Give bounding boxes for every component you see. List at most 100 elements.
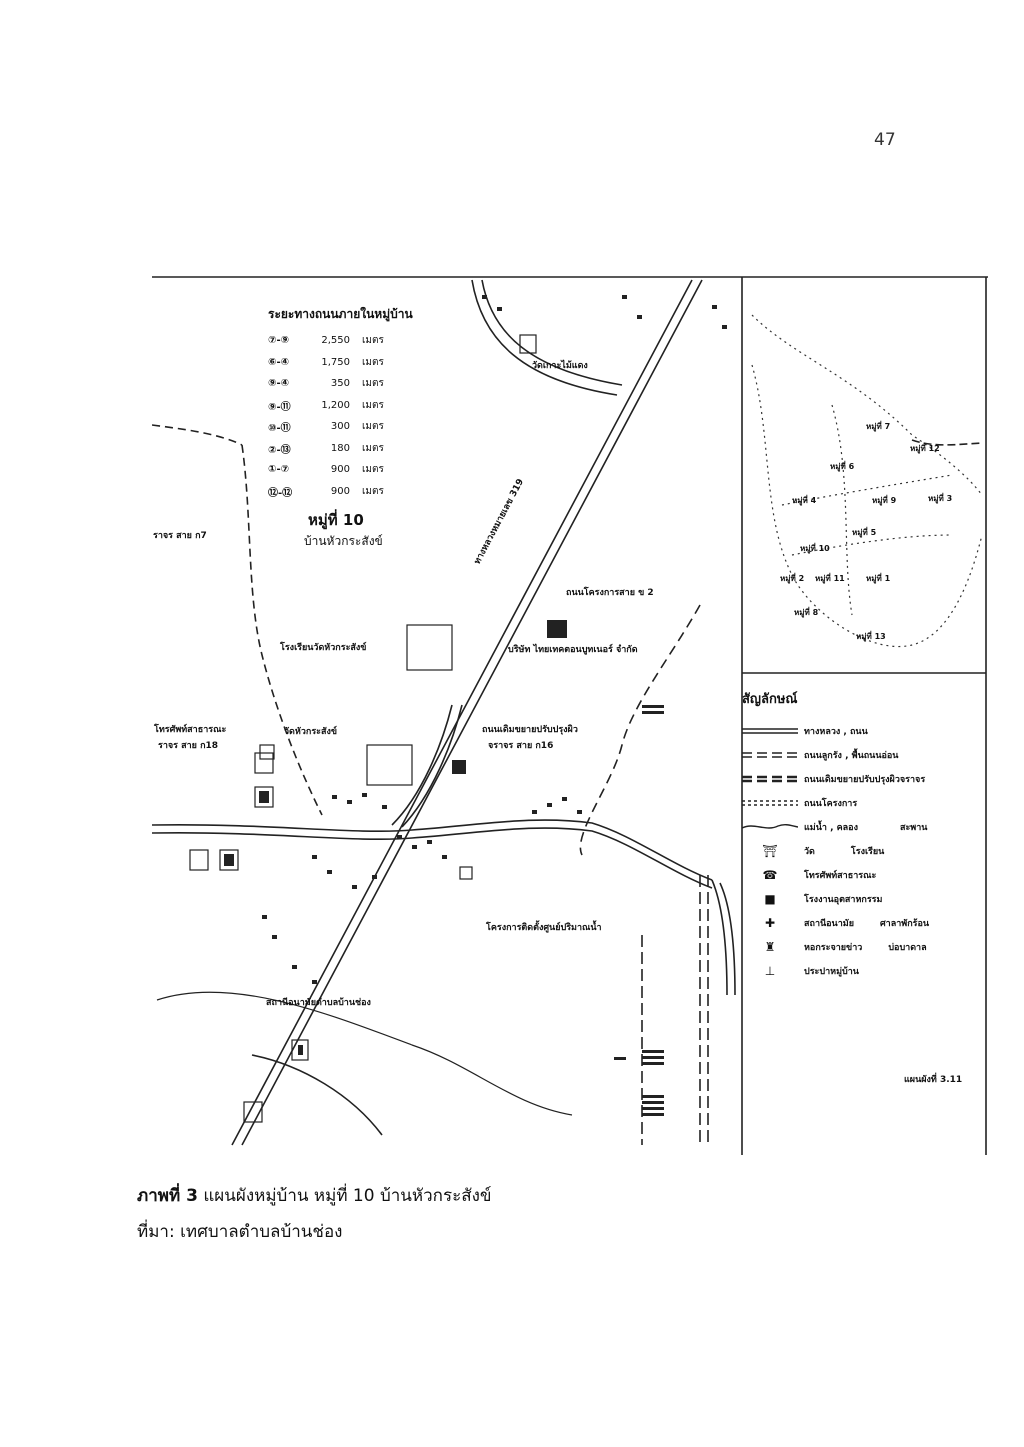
- inset-village-label: หมู่ที่ 12: [910, 444, 940, 453]
- legend-item: แม่น้ำ , คลอง สะพาน: [742, 815, 982, 839]
- distance-pair: ⑨-④: [268, 378, 290, 390]
- distance-pair: ⑥-④: [268, 356, 290, 368]
- inset-boundary: [751, 314, 983, 496]
- inset-village-label: หมู่ที่ 4: [792, 496, 817, 505]
- map-sheet-number: แผนผังที่ 3.11: [904, 1075, 963, 1085]
- health-station-label: สถานีอนามัยตำบลบ้านช่อง: [266, 998, 371, 1008]
- temple-center-label: วัดหัวกระสังข์: [284, 727, 338, 737]
- legend-extra-label: โรงเรียน: [850, 847, 885, 857]
- inset-village-label: หมู่ที่ 2: [780, 574, 805, 583]
- legend-item: ถนนเดิมขยายปรับปรุงผิวจราจร: [742, 767, 982, 791]
- road-n7-label: ราจร สาย ก7: [153, 531, 207, 541]
- distance-pair: ①-⑦: [268, 464, 290, 476]
- project-road: [579, 604, 701, 856]
- legend-item: ☎ โทรศัพท์สาธารณะ: [742, 863, 982, 887]
- legend-label: ถนนลูกรัง , พื้นถนนอ่อน: [804, 751, 899, 761]
- map-legend: สัญลักษณ์ ทางหลวง , ถนน ถนนลูกรัง , พื้น…: [742, 688, 982, 983]
- distance-unit: เมตร: [362, 442, 384, 454]
- distance-row: ⑥-④ 1,750 เมตร: [268, 352, 438, 374]
- bold-dashed-line-icon: [742, 775, 798, 783]
- tower-icon: ♜: [764, 940, 776, 954]
- school-label: โรงเรียนวัดหัวกระสังข์: [280, 643, 367, 653]
- distance-pair: ⑦-⑨: [268, 335, 290, 347]
- inset-village-label: หมู่ที่ 9: [872, 496, 897, 505]
- school-plot: [406, 624, 453, 671]
- legend-item: ⊥ ประปาหมู่บ้าน: [742, 959, 982, 983]
- inset-village-label: หมู่ที่ 3: [928, 494, 953, 503]
- distance-table: ระยะทางถนนภายในหมู่บ้าน ⑦-⑨ 2,550 เมตร ⑥…: [268, 305, 438, 551]
- village-map-drawing: [152, 276, 988, 1155]
- factory-icon: ■: [764, 892, 776, 906]
- legend-label: ถนนเดิมขยายปรับปรุงผิวจราจร: [804, 775, 926, 785]
- distance-pair: ⑫-⑫: [268, 487, 293, 499]
- distance-row: ②-⑬ 180 เมตร: [268, 438, 438, 460]
- distance-value: 900: [330, 485, 350, 497]
- distance-value: 900: [330, 464, 350, 476]
- old-road: [391, 704, 453, 826]
- inset-village-label: หมู่ที่ 1: [866, 574, 891, 583]
- temple-plot: [366, 744, 413, 786]
- distance-row: ⑨-④ 350 เมตร: [268, 373, 438, 395]
- dotted-double-line-icon: [742, 800, 798, 806]
- distance-value: 2,550: [321, 335, 350, 347]
- legend-item: ทางหลวง , ถนน: [742, 719, 982, 743]
- legend-label: โรงงานอุตสาหกรรม: [804, 895, 883, 905]
- village-name: บ้านหัวกระสังข์: [304, 534, 383, 548]
- highway-line-b: [241, 279, 703, 1146]
- highway-line-a: [231, 279, 693, 1146]
- dashed-double-line-icon: [742, 752, 798, 758]
- distance-unit: เมตร: [362, 421, 384, 433]
- figure-number: ภาพที่ 3: [137, 1186, 198, 1206]
- distance-value: 350: [330, 378, 350, 390]
- road-west: [241, 444, 323, 816]
- temple-icon: ⛩: [762, 844, 778, 858]
- inset-village-label: หมู่ที่ 7: [866, 422, 891, 431]
- distance-value: 300: [330, 421, 350, 433]
- legend-label: หอกระจายข่าว: [804, 943, 863, 953]
- phone-icon: ☎: [762, 868, 778, 882]
- distance-row: ①-⑦ 900 เมตร: [268, 459, 438, 481]
- legend-label: วัด: [804, 847, 815, 857]
- distance-row: ⑩-⑪ 300 เมตร: [268, 416, 438, 438]
- inset-village-label: หมู่ที่ 6: [830, 462, 855, 471]
- legend-item: ♜ หอกระจายข่าว บ่อบาดาล: [742, 935, 982, 959]
- distance-pair: ⑩-⑪: [268, 423, 291, 435]
- phone-label: โทรศัพท์สาธารณะ: [154, 725, 227, 735]
- distance-value: 1,750: [321, 356, 350, 368]
- legend-extra-label: สะพาน: [899, 823, 928, 833]
- legend-item: ถนนลูกรัง , พื้นถนนอ่อน: [742, 743, 982, 767]
- phone-symbol: [259, 744, 275, 760]
- page-number: 47: [874, 130, 896, 150]
- inset-village-label: หมู่ที่ 10: [800, 544, 830, 553]
- distance-pair: ⑨-⑪: [268, 401, 291, 413]
- double-line-icon: [742, 728, 798, 734]
- water-supply-icon: ⊥: [764, 964, 776, 978]
- legend-title: สัญลักษณ์: [742, 692, 798, 707]
- inset-village-label: หมู่ที่ 8: [794, 608, 819, 617]
- legend-item: ถนนโครงการ: [742, 791, 982, 815]
- legend-item: ⛩ วัด โรงเรียน: [742, 839, 982, 863]
- project-road-label: ถนนโครงการสาย ข 2: [566, 588, 654, 598]
- legend-label: ทางหลวง , ถนน: [804, 727, 868, 737]
- distance-value: 1,200: [321, 399, 350, 411]
- legend-label: ถนนโครงการ: [804, 799, 858, 809]
- road-east-west: [152, 819, 713, 881]
- legend-label: แม่น้ำ , คลอง: [804, 823, 858, 833]
- distance-unit: เมตร: [362, 464, 384, 476]
- health-icon: ✚: [764, 916, 776, 930]
- inset-village-label: หมู่ที่ 13: [856, 632, 886, 641]
- inset-village-label: หมู่ที่ 5: [852, 528, 877, 537]
- distance-unit: เมตร: [362, 378, 384, 390]
- figure-caption: ภาพที่ 3 แผนผังหมู่บ้าน หมู่ที่ 10 บ้านห…: [137, 1182, 492, 1209]
- road-north: [481, 279, 623, 386]
- dam-project-label: โครงการติดตั้งศูนย์ปริมาณน้ำ: [486, 923, 602, 933]
- distance-unit: เมตร: [362, 356, 384, 368]
- inset-village-label: หมู่ที่ 11: [815, 574, 845, 583]
- legend-extra-label: บ่อบาดาล: [888, 943, 927, 953]
- legend-label: สถานีอนามัย: [804, 919, 854, 929]
- distance-table-title: ระยะทางถนนภายในหมู่บ้าน: [268, 307, 413, 321]
- factory-symbol: [547, 620, 567, 638]
- distance-row: ⑫-⑫ 900 เมตร: [268, 481, 438, 503]
- old-road-label: ถนนเดิมขยายปรับปรุงผิว: [482, 725, 578, 735]
- distance-unit: เมตร: [362, 399, 384, 411]
